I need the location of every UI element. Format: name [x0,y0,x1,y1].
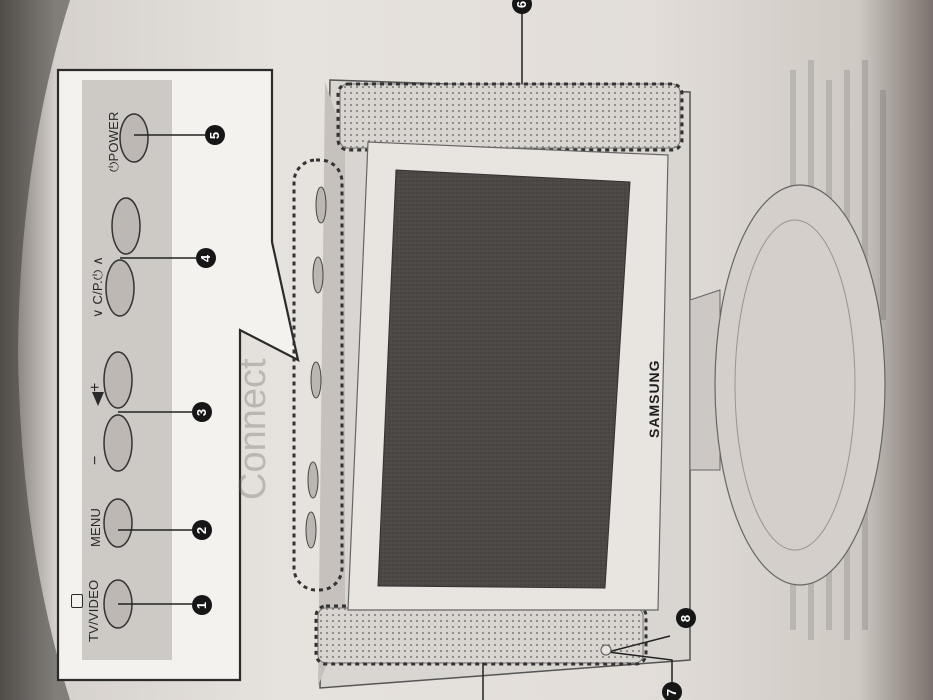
remote-sensor [600,644,612,656]
volume-up-button[interactable] [103,351,133,409]
tv-screen [377,169,631,589]
channel-label: ∨ C/P.⏻ ∧ [90,256,105,318]
tv-video-icon [71,594,83,608]
badge-7: 7 [662,682,682,700]
badge-5: 5 [205,125,225,145]
tv-side [318,82,345,686]
brand-logo: SAMSUNG [646,359,662,438]
badge-2: 2 [192,520,212,540]
badge-1: 1 [192,595,212,615]
menu-button[interactable] [103,498,133,548]
background-heading: Connect [232,358,274,500]
channel-down-button[interactable] [105,259,135,317]
channel-up-button[interactable] [111,197,141,255]
badge-8: 8 [676,608,696,628]
bottom-speaker-grille [317,607,644,664]
volume-icon [92,392,104,406]
badge-3: 3 [192,402,212,422]
volume-down-button[interactable] [103,414,133,472]
side-buttons-highlight [292,158,344,592]
page-curl-shadow [0,0,70,700]
volume-minus-label: − [87,455,104,465]
badge-4: 4 [196,248,216,268]
volume-plus-label: + [87,382,104,392]
stand-base [714,184,886,586]
stand-neck [689,289,721,471]
power-label: ⏻POWER [106,111,121,172]
menu-label: MENU [88,507,103,547]
tv-video-label: TV/VIDEO [86,579,101,642]
power-button[interactable] [119,113,149,163]
badge-6: 6 [512,0,532,14]
top-speaker-grille [339,83,681,149]
